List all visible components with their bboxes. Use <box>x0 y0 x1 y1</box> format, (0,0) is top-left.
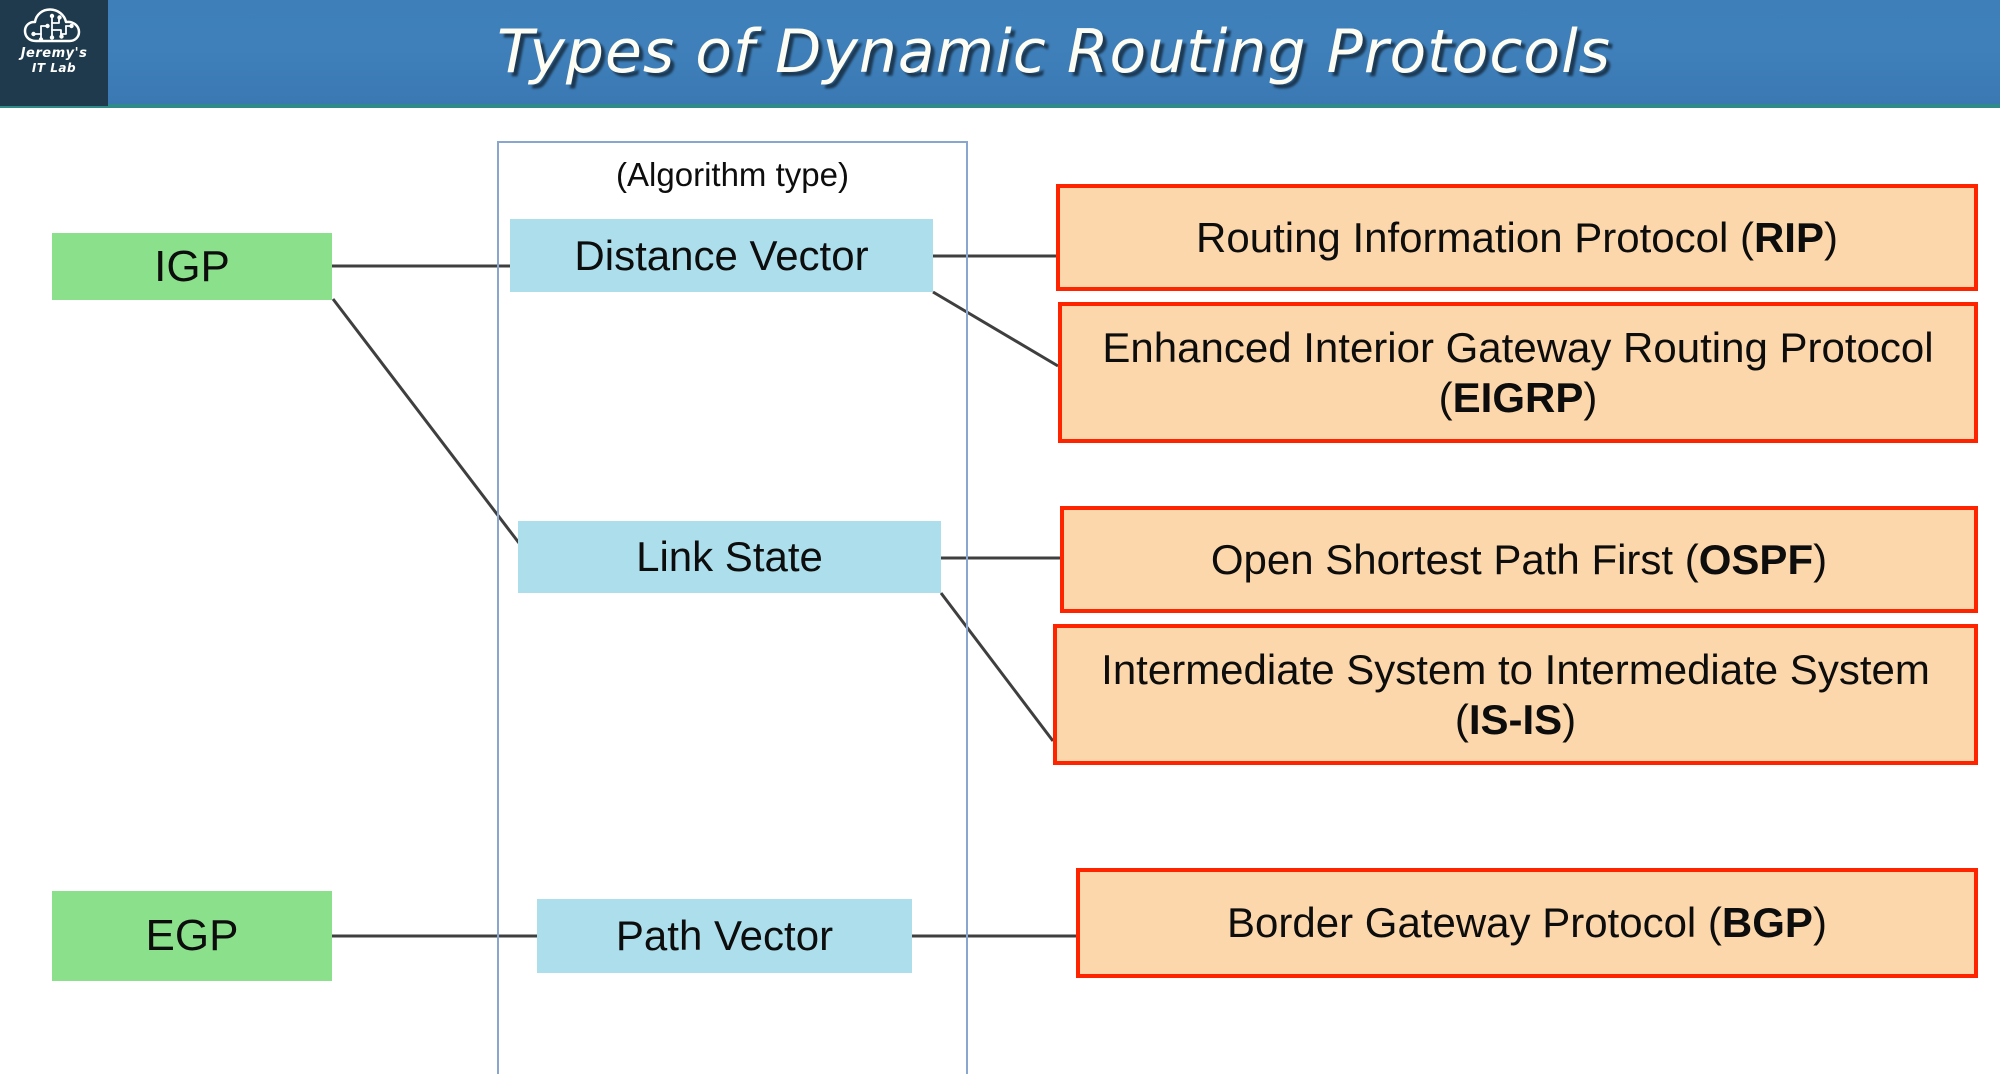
protocol-rip-paren-close: ) <box>1823 213 1838 261</box>
protocol-ospf-text: Open Shortest Path First (OSPF) <box>1211 535 1827 585</box>
logo-text-line1: Jeremy's <box>20 46 88 61</box>
protocol-ospf-acronym: OSPF <box>1698 535 1814 583</box>
node-algorithm-distance-vector[interactable]: Distance Vector <box>510 219 933 292</box>
protocol-rip-text: Routing Information Protocol (RIP) <box>1196 213 1838 263</box>
node-category-egp[interactable]: EGP <box>52 891 332 981</box>
algorithm-type-caption: (Algorithm type) <box>616 156 849 193</box>
header-accent-rule <box>0 104 2000 108</box>
protocol-isis-name: Intermediate System to Intermediate Syst… <box>1101 645 1930 693</box>
node-algorithm-link-state[interactable]: Link State <box>518 521 941 593</box>
logo-text-line2: IT Lab <box>31 61 77 75</box>
protocol-rip-paren-open: ( <box>1728 213 1754 261</box>
node-protocol-isis[interactable]: Intermediate System to Intermediate Syst… <box>1053 624 1978 765</box>
protocol-isis-paren-open: ( <box>1454 695 1469 743</box>
protocol-ospf-name: Open Shortest Path First <box>1210 535 1674 583</box>
page-title: Types of Dynamic Routing Protocols <box>496 17 1612 87</box>
connector-igp-link-state <box>331 298 521 544</box>
brand-logo-panel: Jeremy's IT Lab <box>0 0 108 106</box>
node-category-igp[interactable]: IGP <box>52 233 332 300</box>
node-protocol-ospf[interactable]: Open Shortest Path First (OSPF) <box>1060 506 1978 613</box>
protocol-rip-acronym: RIP <box>1753 213 1824 261</box>
protocol-eigrp-paren-open: ( <box>1438 373 1453 421</box>
node-protocol-eigrp[interactable]: Enhanced Interior Gateway Routing Protoc… <box>1058 302 1978 443</box>
protocol-eigrp-paren-close: ) <box>1583 373 1598 421</box>
protocol-bgp-acronym: BGP <box>1721 899 1813 947</box>
routing-protocols-diagram: (Algorithm type) IGP EGP Distance Vector… <box>0 106 2000 1074</box>
node-algorithm-path-vector[interactable]: Path Vector <box>537 899 912 973</box>
slide-header-banner <box>0 0 2000 106</box>
node-protocol-rip[interactable]: Routing Information Protocol (RIP) <box>1056 184 1978 291</box>
node-protocol-bgp[interactable]: Border Gateway Protocol (BGP) <box>1076 868 1978 978</box>
protocol-ospf-paren-open: ( <box>1673 535 1699 583</box>
protocol-eigrp-text: Enhanced Interior Gateway Routing Protoc… <box>1088 323 1948 422</box>
protocol-eigrp-name: Enhanced Interior Gateway Routing Protoc… <box>1102 323 1934 371</box>
protocol-bgp-paren-open: ( <box>1696 899 1722 947</box>
algorithm-type-container <box>497 141 968 1074</box>
protocol-bgp-text: Border Gateway Protocol (BGP) <box>1227 898 1827 948</box>
cloud-circuit-icon <box>23 8 81 43</box>
protocol-eigrp-acronym: EIGRP <box>1452 373 1584 421</box>
protocol-bgp-paren-close: ) <box>1812 899 1827 947</box>
protocol-isis-text: Intermediate System to Intermediate Syst… <box>1083 645 1948 744</box>
protocol-isis-acronym: IS-IS <box>1468 695 1563 743</box>
protocol-isis-paren-close: ) <box>1562 695 1577 743</box>
protocol-bgp-name: Border Gateway Protocol <box>1227 899 1697 947</box>
protocol-ospf-paren-close: ) <box>1813 535 1828 583</box>
protocol-rip-name: Routing Information Protocol <box>1196 213 1729 261</box>
